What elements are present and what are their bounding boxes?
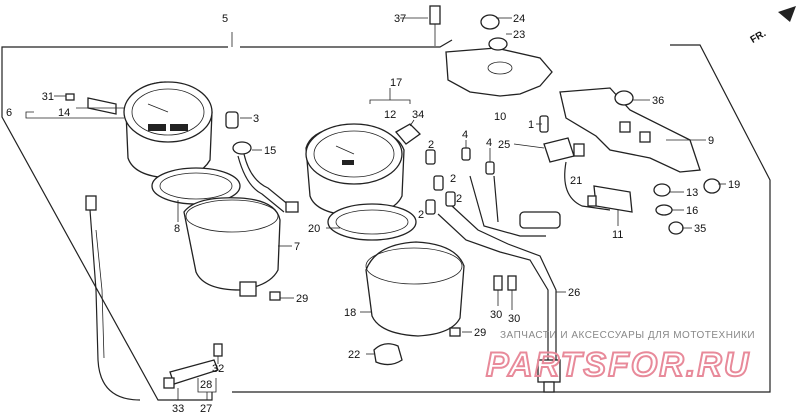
speedometer-cable: [85, 195, 141, 401]
label-21: 21: [570, 175, 582, 187]
gasket-20: [327, 203, 417, 241]
wire-harness-26: [437, 175, 561, 393]
label-15: 15: [264, 145, 276, 157]
label-8: 8: [174, 223, 180, 235]
label-28: 28: [200, 379, 212, 391]
label-22: 22: [348, 349, 360, 361]
watermark-logo: PARTSFOR.RU: [486, 346, 750, 384]
svg-text:FR.: FR.: [749, 28, 769, 46]
label-12: 12: [384, 109, 396, 121]
label-4a: 4: [462, 129, 468, 141]
bulb-3: [225, 111, 239, 129]
bulbs-4: [461, 147, 495, 175]
rubbers-13-16: [653, 183, 673, 216]
bolts-30: [493, 275, 517, 291]
label-30b: 30: [508, 313, 520, 325]
label-29a: 29: [296, 293, 308, 305]
wire-21: [564, 161, 611, 211]
bracket-34: [395, 123, 422, 145]
label-5: 5: [222, 13, 228, 25]
grommet-24: [480, 14, 500, 30]
center-gauge-12: [305, 123, 405, 217]
label-34: 34: [412, 109, 424, 121]
assembly-frame-top: [240, 39, 453, 48]
cable-bracket-28: [163, 343, 223, 389]
wire-harness-15: [232, 141, 299, 213]
label-18: 18: [344, 307, 356, 319]
label-7: 7: [294, 241, 300, 253]
assembly-frame-left: [1, 46, 228, 401]
bulb-socket-14: [87, 97, 117, 115]
label-2d: 2: [418, 209, 424, 221]
label-37: 37: [394, 13, 406, 25]
label-6: 6: [6, 107, 12, 119]
label-2b: 2: [450, 173, 456, 185]
label-2a: 2: [428, 139, 434, 151]
label-3: 3: [253, 113, 259, 125]
gauge-case-7: [183, 197, 281, 297]
screw-31: [65, 93, 75, 101]
screw-29-left: [269, 291, 281, 301]
label-32: 32: [212, 363, 224, 375]
front-direction-arrow: FR.: [749, 6, 796, 46]
label-11: 11: [612, 229, 623, 241]
label-36: 36: [652, 95, 664, 107]
socket-25: [543, 137, 585, 163]
label-13: 13: [686, 187, 698, 199]
label-35: 35: [694, 223, 706, 235]
screw-29-right: [449, 327, 461, 337]
collar-23: [488, 37, 508, 51]
nut-35: [668, 221, 684, 235]
clip-22: [373, 343, 403, 366]
label-26: 26: [568, 287, 580, 299]
gauge-case-18: [365, 241, 465, 337]
watermark-tagline: ЗАПЧАСТИ И АКСЕССУАРЫ ДЛЯ МОТОТЕХНИКИ: [500, 330, 755, 341]
label-27: 27: [200, 403, 212, 415]
label-9: 9: [708, 135, 714, 147]
label-25: 25: [498, 139, 510, 151]
label-20: 20: [308, 223, 320, 235]
label-16: 16: [686, 205, 698, 217]
label-17: 17: [390, 77, 402, 89]
left-gauge: [123, 81, 213, 179]
label-1: 1: [528, 119, 534, 131]
bulb-sockets-2: [425, 149, 456, 215]
grommet-19: [703, 178, 721, 194]
assembly-frame-right: [232, 44, 771, 393]
label-10: 10: [494, 111, 506, 123]
grommet-36: [614, 90, 634, 106]
label-4b: 4: [486, 137, 492, 149]
leader-lines: [25, 17, 726, 400]
label-14: 14: [58, 107, 70, 119]
label-33: 33: [172, 403, 184, 415]
label-24: 24: [513, 13, 525, 25]
label-2c: 2: [456, 193, 462, 205]
label-31: 31: [42, 91, 54, 103]
label-29b: 29: [474, 327, 486, 339]
indicator-unit-11: [587, 185, 633, 213]
label-23: 23: [513, 29, 525, 41]
label-19: 19: [728, 179, 740, 191]
label-30a: 30: [490, 309, 502, 321]
mount-bracket-10: [429, 5, 553, 97]
